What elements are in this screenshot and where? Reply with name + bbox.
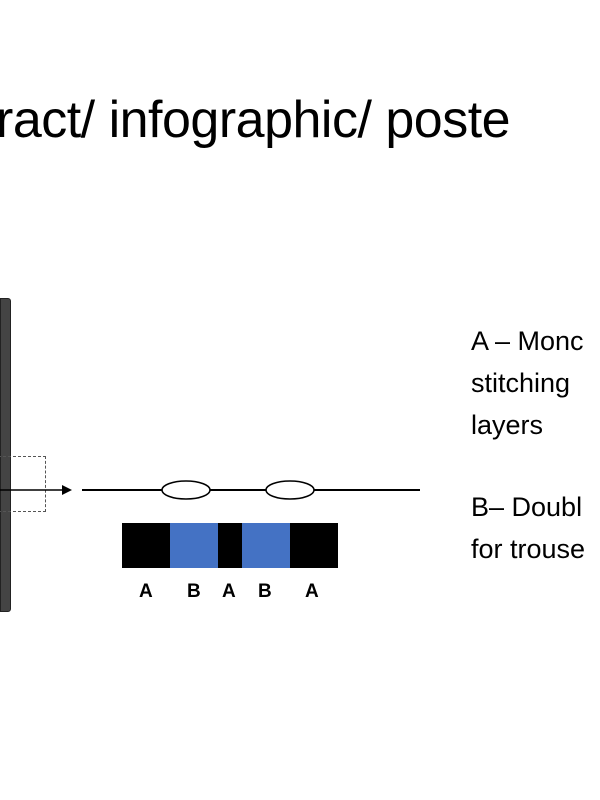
legend-a-line: stitching	[471, 368, 571, 398]
band-label-b: B	[258, 581, 272, 602]
band-segment-b	[242, 523, 290, 568]
legend-b: B– Doubl for trouse	[471, 486, 585, 570]
legend-a: A – Monc stitching layers	[471, 320, 584, 446]
band-segment-b	[170, 523, 218, 568]
dashed-callout-box	[0, 456, 46, 512]
thread-loop	[161, 480, 211, 500]
band-label-b: B	[187, 581, 201, 602]
thread-diagram	[0, 480, 420, 500]
legend-a-line: A – Monc	[471, 326, 584, 356]
arrow-head-icon	[62, 485, 72, 495]
thread-loop	[265, 480, 315, 500]
band-segment-a	[122, 523, 170, 568]
band-segment-a	[290, 523, 338, 568]
slide-title: ract/ infographic/ poste	[0, 91, 511, 149]
band-label-a: A	[139, 581, 153, 602]
legend-b-line: for trouse	[471, 534, 586, 564]
band-label-a: A	[305, 581, 319, 602]
legend-a-line: layers	[471, 410, 544, 440]
band-segment-a	[218, 523, 242, 568]
legend-b-line: B– Doubl	[471, 492, 583, 522]
band-label-a: A	[222, 581, 236, 602]
layer-band	[122, 523, 338, 568]
fabric-strip	[0, 298, 11, 612]
